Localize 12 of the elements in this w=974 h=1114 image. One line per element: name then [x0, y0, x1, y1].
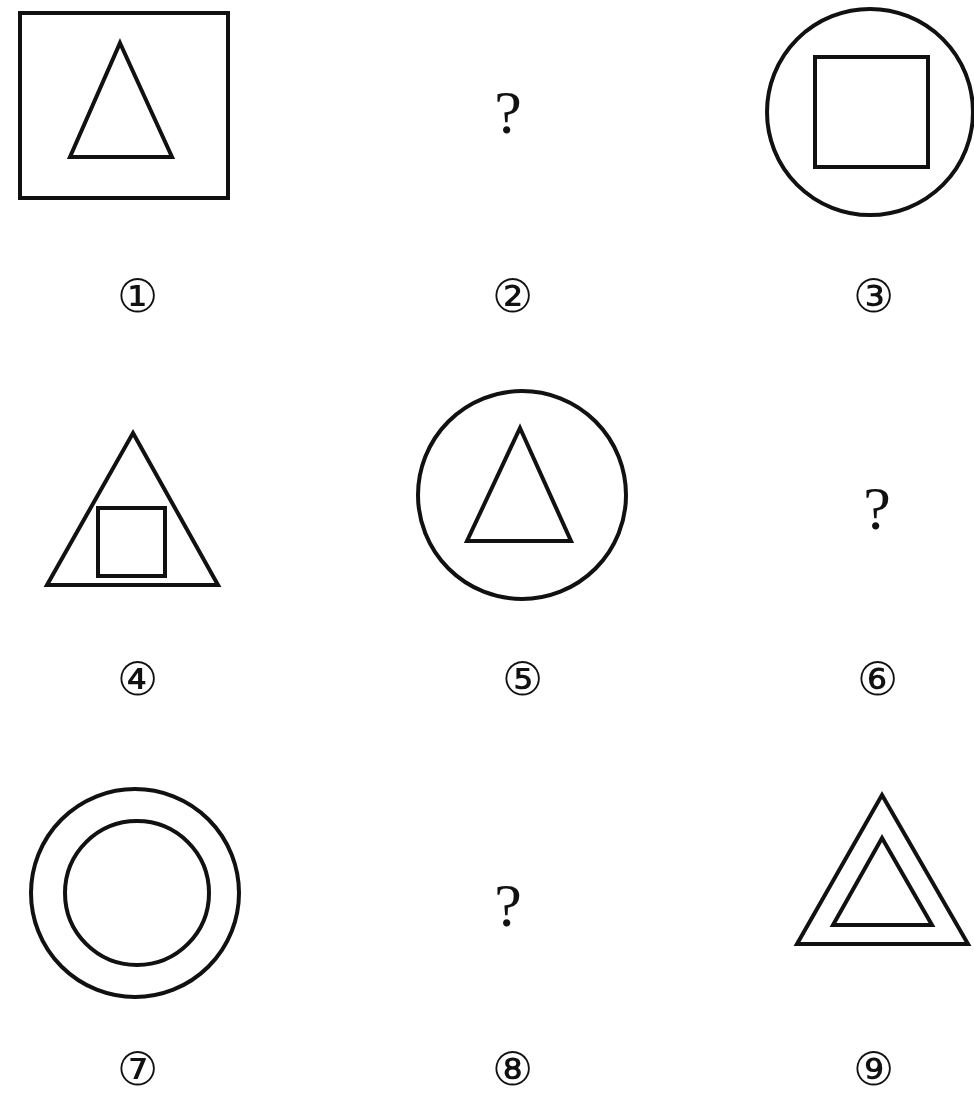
figure-number: ④ [116, 657, 158, 703]
figure-number: ② [491, 274, 533, 320]
question-mark: ? [494, 874, 522, 936]
figure-number: ⑦ [116, 1047, 158, 1093]
figure-number: ⑧ [491, 1047, 533, 1093]
figure-number: ⑤ [501, 657, 543, 703]
question-mark: ? [494, 81, 522, 143]
figure-number: ① [116, 274, 158, 320]
figure-number: ⑥ [856, 657, 898, 703]
question-mark: ? [863, 477, 891, 539]
figure-number: ⑨ [852, 1047, 894, 1093]
figure-number: ③ [852, 274, 894, 320]
